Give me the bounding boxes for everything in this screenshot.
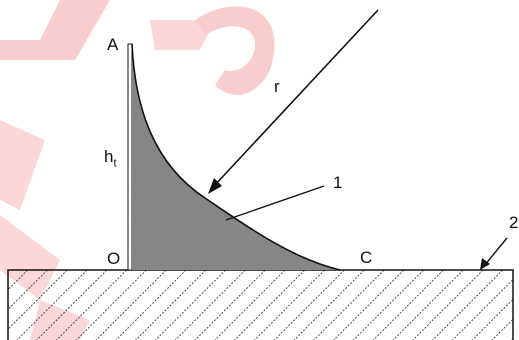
label-part-1: 1: [333, 173, 343, 192]
label-part-2: 2: [509, 213, 519, 232]
label-radius: r: [274, 77, 280, 96]
label-height-sub: t: [113, 157, 117, 170]
radius-arrow-head: [208, 178, 222, 194]
vertical-wall: [127, 43, 133, 271]
leader-line-2: [483, 237, 508, 267]
label-point-o: O: [107, 249, 121, 268]
meniscus-grain: [132, 44, 340, 270]
leader-line-1: [225, 185, 325, 221]
watermark-shape-3: [195, 6, 275, 95]
leader-arrow-2-head: [480, 258, 490, 270]
label-point-a: A: [107, 35, 119, 54]
watermark-shape-2: [150, 20, 215, 50]
label-height-main: h: [104, 147, 114, 166]
label-point-c: C: [360, 248, 373, 267]
base-plate: [7, 269, 514, 340]
radius-arrow-line: [213, 9, 379, 187]
watermark-shape-4: [0, 120, 45, 210]
meniscus-outline: [131, 43, 341, 271]
label-height: ht: [104, 148, 117, 169]
watermark-shape-1: [0, 0, 110, 60]
